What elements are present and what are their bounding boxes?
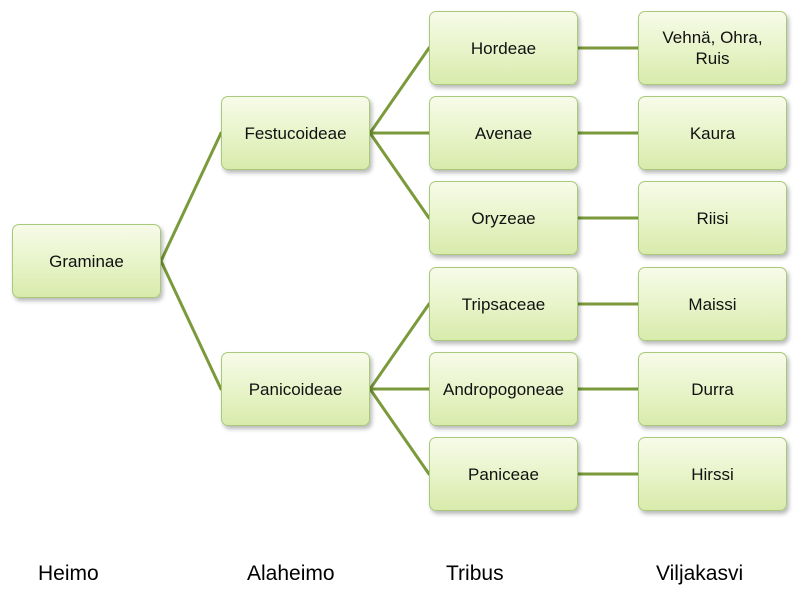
node-hordeae-label: Hordeae [470, 38, 537, 58]
column-label-alaheimo: Alaheimo [247, 562, 335, 585]
connector-panicoideae-tripsaceae [368, 302, 431, 391]
node-paniceae-label: Paniceae [468, 464, 539, 484]
column-label-viljakasvi: Viljakasvi [656, 562, 744, 585]
node-graminae-label: Graminae [49, 251, 124, 271]
node-andropogoneae-label: Andropogoneae [442, 379, 564, 399]
node-oryzeae: Oryzeae [429, 181, 578, 255]
node-tripsaceae: Tripsaceae [429, 267, 578, 341]
node-festucoideae-label: Festucoideae [244, 123, 347, 143]
node-maissi-label: Maissi [688, 294, 737, 314]
node-vehna-ohra-ruis: Vehnä, Ohra, Ruis [638, 11, 787, 85]
node-hirssi: Hirssi [638, 437, 787, 511]
node-maissi: Maissi [638, 267, 787, 341]
node-panicoideae: Panicoideae [221, 352, 370, 426]
node-panicoideae-label: Panicoideae [248, 379, 343, 399]
connector-graminae-panicoideae [159, 259, 223, 391]
node-kaura: Kaura [638, 96, 787, 170]
node-oryzeae-label: Oryzeae [471, 208, 536, 228]
column-label-heimo: Heimo [38, 562, 99, 585]
node-festucoideae: Festucoideae [221, 96, 370, 170]
node-paniceae: Paniceae [429, 437, 578, 511]
node-vehna-ohra-ruis-label: Vehnä, Ohra, Ruis [662, 28, 763, 68]
connector-festucoideae-hordeae [368, 46, 431, 135]
column-label-tribus: Tribus [446, 562, 504, 585]
node-durra-label: Durra [691, 379, 734, 399]
node-riisi-label: Riisi [696, 208, 729, 228]
node-hirssi-label: Hirssi [691, 464, 734, 484]
node-avenae-label: Avenae [474, 123, 533, 143]
node-hordeae: Hordeae [429, 11, 578, 85]
node-graminae: Graminae [12, 224, 161, 298]
node-tripsaceae-label: Tripsaceae [461, 294, 546, 314]
node-avenae: Avenae [429, 96, 578, 170]
connector-graminae-festucoideae [159, 131, 223, 263]
connector-panicoideae-paniceae [368, 387, 431, 476]
connector-festucoideae-oryzeae [368, 131, 431, 220]
node-durra: Durra [638, 352, 787, 426]
node-andropogoneae: Andropogoneae [429, 352, 578, 426]
node-kaura-label: Kaura [689, 123, 736, 143]
node-riisi: Riisi [638, 181, 787, 255]
